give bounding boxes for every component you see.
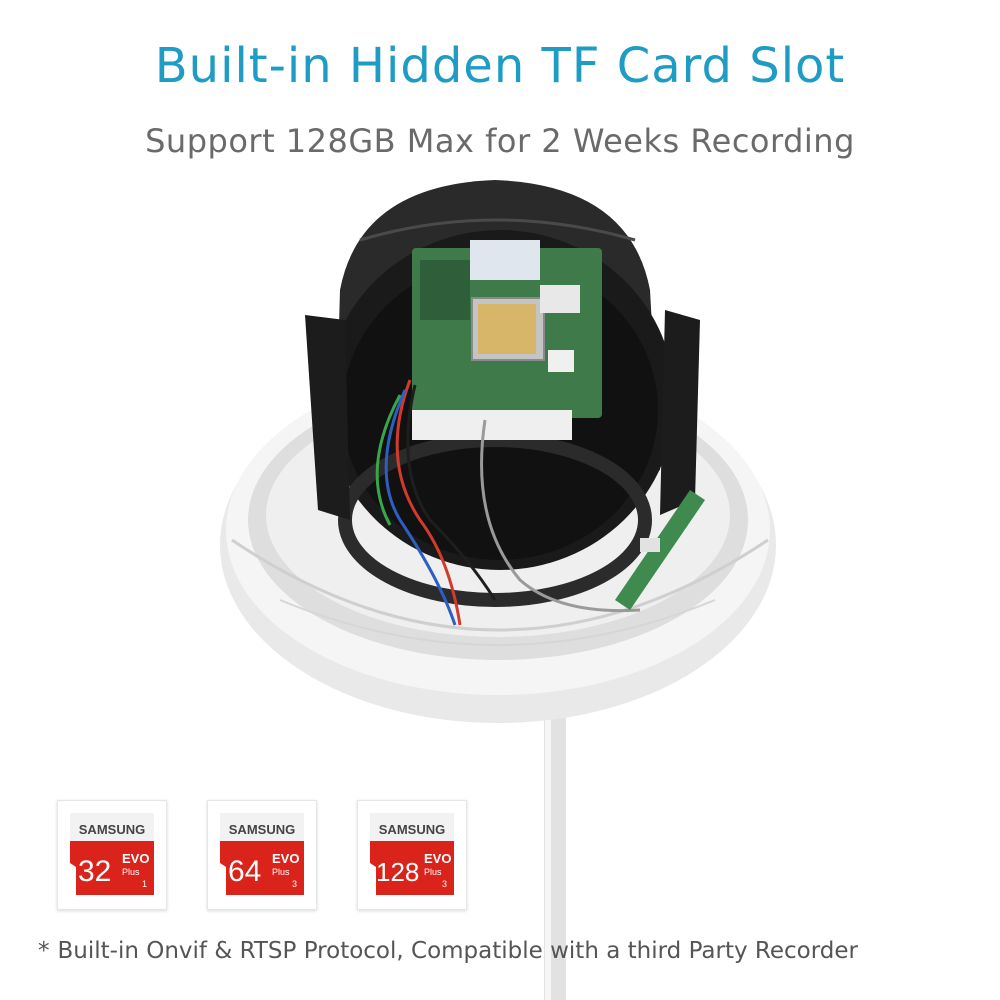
card-line1: EVO [424,851,451,866]
card-class: 1 [142,879,147,889]
card-class: 3 [292,879,297,889]
card-capacity: 64 [228,855,261,888]
page-title: Built-in Hidden TF Card Slot [154,38,846,94]
sd-card-128gb: SAMSUNG 128 EVO Plus 3 [357,800,467,910]
card-class: 3 [442,879,447,889]
sd-card-32gb: SAMSUNG 32 EVO Plus 1 [57,800,167,910]
card-capacity: 128 [376,857,419,887]
card-brand: SAMSUNG [379,822,445,837]
card-line2: Plus [424,867,442,877]
card-line2: Plus [122,867,140,877]
page-subtitle: Support 128GB Max for 2 Weeks Recording [145,122,855,160]
card-capacity: 32 [78,855,111,888]
footnote-text: Built-in Onvif & RTSP Protocol, Compatib… [57,938,858,964]
sd-card-64gb: SAMSUNG 64 EVO Plus 3 [207,800,317,910]
card-line1: EVO [272,851,299,866]
card-brand: SAMSUNG [229,822,295,837]
footnote-marker: * [38,938,50,964]
card-brand: SAMSUNG [79,822,145,837]
footnote: * Built-in Onvif & RTSP Protocol, Compati… [38,938,858,964]
card-line1: EVO [122,851,149,866]
card-line2: Plus [272,867,290,877]
